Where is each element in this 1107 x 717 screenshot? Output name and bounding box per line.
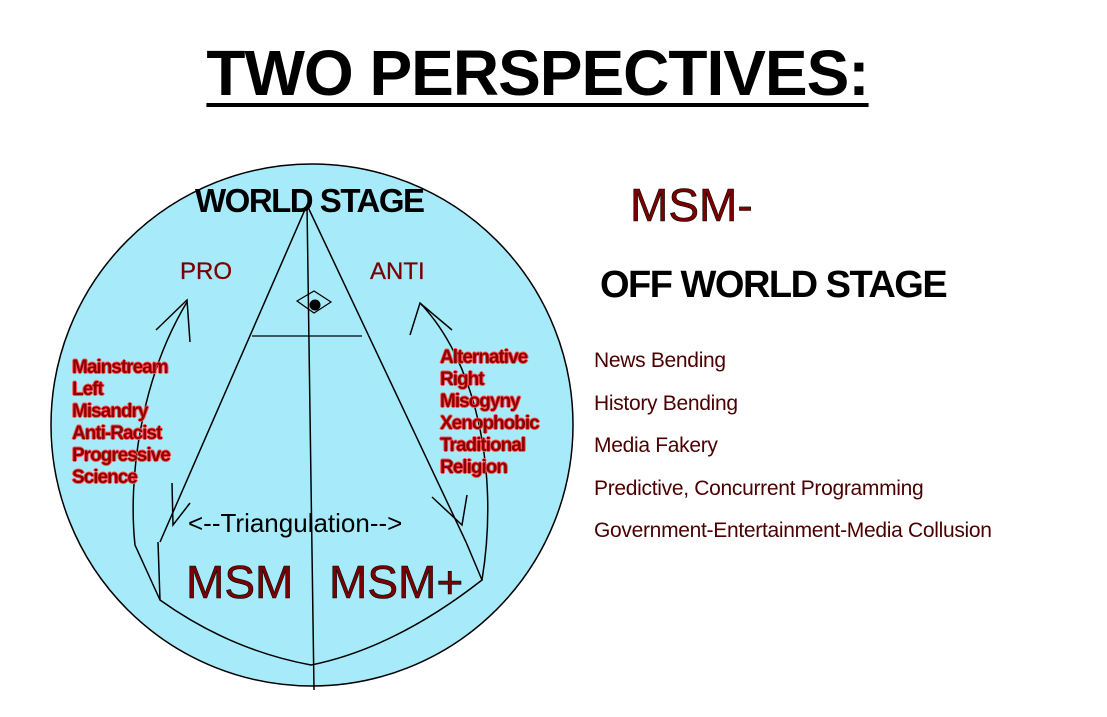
left-attribute: Anti-Racist <box>72 423 162 444</box>
left-attribute: Mainstream <box>72 357 169 378</box>
arrow-up-right-icon <box>409 301 453 336</box>
arrow-down-right-icon <box>431 494 468 527</box>
arrow-down-left-icon <box>171 482 191 528</box>
practice-item: Government-Entertainment-Media Collusion <box>594 519 992 542</box>
left-attribute: Left <box>72 379 104 400</box>
left-attribute: Misandry <box>72 401 148 422</box>
left-cycle-path <box>132 301 188 601</box>
msm-label: MSM <box>186 556 294 609</box>
right-attribute: Xenophobic <box>440 413 540 434</box>
practice-item: Media Fakery <box>594 434 718 457</box>
bowl-outline <box>157 541 483 666</box>
eye-icon <box>295 290 333 314</box>
vertical-axis-line <box>306 204 315 691</box>
practices-list: News Bending History Bending Media Faker… <box>594 340 992 553</box>
left-attribute: Science <box>72 467 138 488</box>
msm-plus-label: MSM+ <box>329 556 464 609</box>
practice-item: News Bending <box>594 349 726 372</box>
pro-label: PRO <box>180 258 233 285</box>
practice-item: Predictive, Concurrent Programming <box>594 476 924 500</box>
world-stage-circle <box>50 163 574 687</box>
right-attribute: Traditional <box>440 435 526 456</box>
right-attribute: Religion <box>440 457 508 478</box>
arrow-up-left-icon <box>155 298 191 343</box>
triangulation-label: <--Triangulation--> <box>188 508 403 538</box>
world-stage-label: WORLD STAGE <box>195 182 425 219</box>
right-attribute: Right <box>440 369 485 390</box>
anti-label: ANTI <box>370 258 425 285</box>
page-title: TWO PERSPECTIVES: <box>206 37 869 109</box>
left-attributes-list: Mainstream Left Misandry Anti-Racist Pro… <box>72 357 171 489</box>
left-attribute: Progressive <box>72 445 171 466</box>
msm-minus-label: MSM- <box>630 179 753 232</box>
practice-item: History Bending <box>594 391 738 415</box>
off-world-stage-heading: OFF WORLD STAGE <box>600 264 948 306</box>
right-attribute: Alternative <box>440 347 528 368</box>
right-attributes-list: Alternative Right Misogyny Xenophobic Tr… <box>440 347 540 479</box>
right-cycle-path <box>419 302 489 581</box>
right-attribute: Misogyny <box>440 391 521 412</box>
